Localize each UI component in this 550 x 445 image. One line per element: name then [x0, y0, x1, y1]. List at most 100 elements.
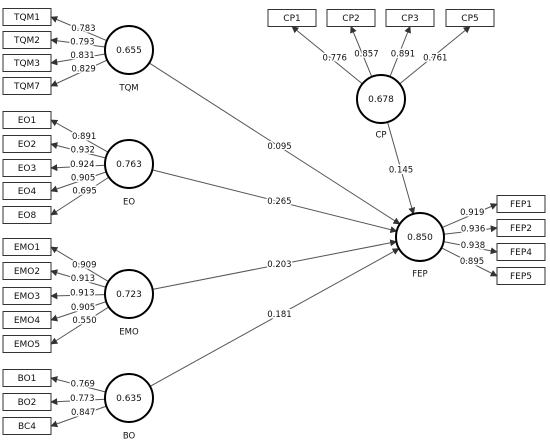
indicator-label: FEP5: [510, 272, 532, 282]
indicator-box: [496, 267, 546, 285]
path-coefficient: 0.181: [267, 310, 291, 320]
indicator-emo5[interactable]: EMO5: [2, 335, 52, 353]
loading-value: 0.831: [70, 51, 94, 61]
indicator-tqm1[interactable]: TQM1: [2, 8, 52, 26]
indicator-box: [2, 417, 52, 435]
indicator-emo1[interactable]: EMO1: [2, 238, 52, 256]
indicator-emo2[interactable]: EMO2: [2, 262, 52, 280]
indicator-cp5[interactable]: CP5: [445, 9, 495, 27]
loading-value: 0.891: [391, 50, 415, 60]
path-arrow-tqm-fep: [148, 62, 401, 225]
loading-value: 0.909: [72, 261, 96, 271]
indicator-bo2[interactable]: BO2: [2, 393, 52, 411]
loading-value: 0.905: [71, 303, 95, 313]
indicator-label: FEP1: [510, 200, 532, 210]
indicator-eo3[interactable]: EO3: [2, 159, 52, 177]
loading-arrow-bo-2: [50, 398, 106, 406]
indicator-box: [496, 195, 546, 213]
loading-value: 0.932: [71, 146, 95, 156]
indicator-box: [496, 243, 546, 261]
construct-circle: [395, 212, 445, 262]
indicator-box: [2, 335, 52, 353]
indicator-fep2[interactable]: FEP2: [496, 219, 546, 237]
indicator-label: CP3: [401, 14, 418, 24]
indicator-label: CP1: [283, 14, 300, 24]
indicator-cp1[interactable]: CP1: [267, 9, 317, 27]
indicator-label: TQM2: [13, 36, 40, 46]
indicator-eo2[interactable]: EO2: [2, 135, 52, 153]
indicator-tqm7[interactable]: TQM7: [2, 77, 52, 95]
indicator-bo1[interactable]: BO1: [2, 369, 52, 387]
loading-arrow-fep-3: [443, 241, 498, 255]
indicator-label: BO1: [18, 374, 37, 384]
r-squared-value: 0.850: [407, 233, 433, 243]
indicator-label: CP5: [461, 14, 478, 24]
indicator-box: [2, 54, 52, 72]
r-squared-value: 0.655: [116, 46, 142, 56]
indicator-box: [2, 287, 52, 305]
loading-arrow-cp-2: [350, 25, 373, 78]
loading-value: 0.919: [460, 208, 484, 218]
loading-value: 0.924: [70, 160, 94, 170]
loading-value: 0.905: [71, 173, 95, 183]
indicator-label: EO3: [18, 164, 37, 174]
indicator-fep1[interactable]: FEP1: [496, 195, 546, 213]
indicator-box: [2, 31, 52, 49]
loading-value: 0.550: [72, 316, 96, 326]
indicator-box: [496, 219, 546, 237]
loading-value: 0.847: [71, 408, 95, 418]
path-arrow-eo-fep: [152, 169, 398, 234]
indicator-label: BC4: [18, 422, 36, 432]
path-arrow-bo-fep: [149, 248, 400, 387]
indicator-label: EMO4: [14, 316, 41, 326]
indicator-fep4[interactable]: FEP4: [496, 243, 546, 261]
construct-label: BO: [123, 432, 136, 442]
indicator-tqm3[interactable]: TQM3: [2, 54, 52, 72]
loading-arrow-eo-3: [50, 164, 106, 172]
indicator-box: [326, 9, 376, 27]
loading-arrow-emo-3: [50, 292, 106, 300]
indicator-bc4[interactable]: BC4: [2, 417, 52, 435]
loading-arrow-emo-4: [50, 301, 107, 322]
loading-value: 0.773: [70, 394, 94, 404]
indicator-box: [2, 135, 52, 153]
indicator-box: [2, 311, 52, 329]
r-squared-value: 0.723: [116, 290, 142, 300]
indicator-emo4[interactable]: EMO4: [2, 311, 52, 329]
loading-arrow-bo-1: [50, 376, 106, 393]
indicator-fep5[interactable]: FEP5: [496, 267, 546, 285]
construct-circle: [356, 74, 406, 124]
indicator-label: BO2: [18, 398, 37, 408]
construct-label: EO: [123, 198, 135, 208]
loading-arrow-bo-3: [50, 405, 107, 428]
indicator-eo4[interactable]: EO4: [2, 182, 52, 200]
loading-arrow-tqm-4: [50, 59, 108, 87]
loading-arrow-tqm-1: [50, 16, 108, 42]
indicator-label: TQM3: [13, 59, 40, 69]
indicator-label: EMO1: [14, 243, 40, 253]
path-arrow-emo-fep: [152, 239, 398, 290]
loading-arrow-eo-1: [50, 119, 109, 153]
path-coefficient: 0.095: [267, 142, 291, 152]
loading-arrow-cp-3: [389, 25, 411, 77]
indicator-eo1[interactable]: EO1: [2, 111, 52, 129]
loading-value: 0.769: [71, 380, 95, 390]
indicator-box: [2, 393, 52, 411]
indicator-eo8[interactable]: EO8: [2, 206, 52, 224]
loading-arrow-emo-5: [50, 306, 110, 345]
indicator-tqm2[interactable]: TQM2: [2, 31, 52, 49]
indicator-emo3[interactable]: EMO3: [2, 287, 52, 305]
loading-arrow-tqm-2: [50, 37, 106, 48]
construct-label: EMO: [119, 328, 139, 338]
indicator-box: [445, 9, 495, 27]
indicator-cp3[interactable]: CP3: [385, 9, 435, 27]
indicator-label: EO8: [18, 211, 37, 221]
indicator-cp2[interactable]: CP2: [326, 9, 376, 27]
construct-label: FEP: [412, 270, 427, 280]
